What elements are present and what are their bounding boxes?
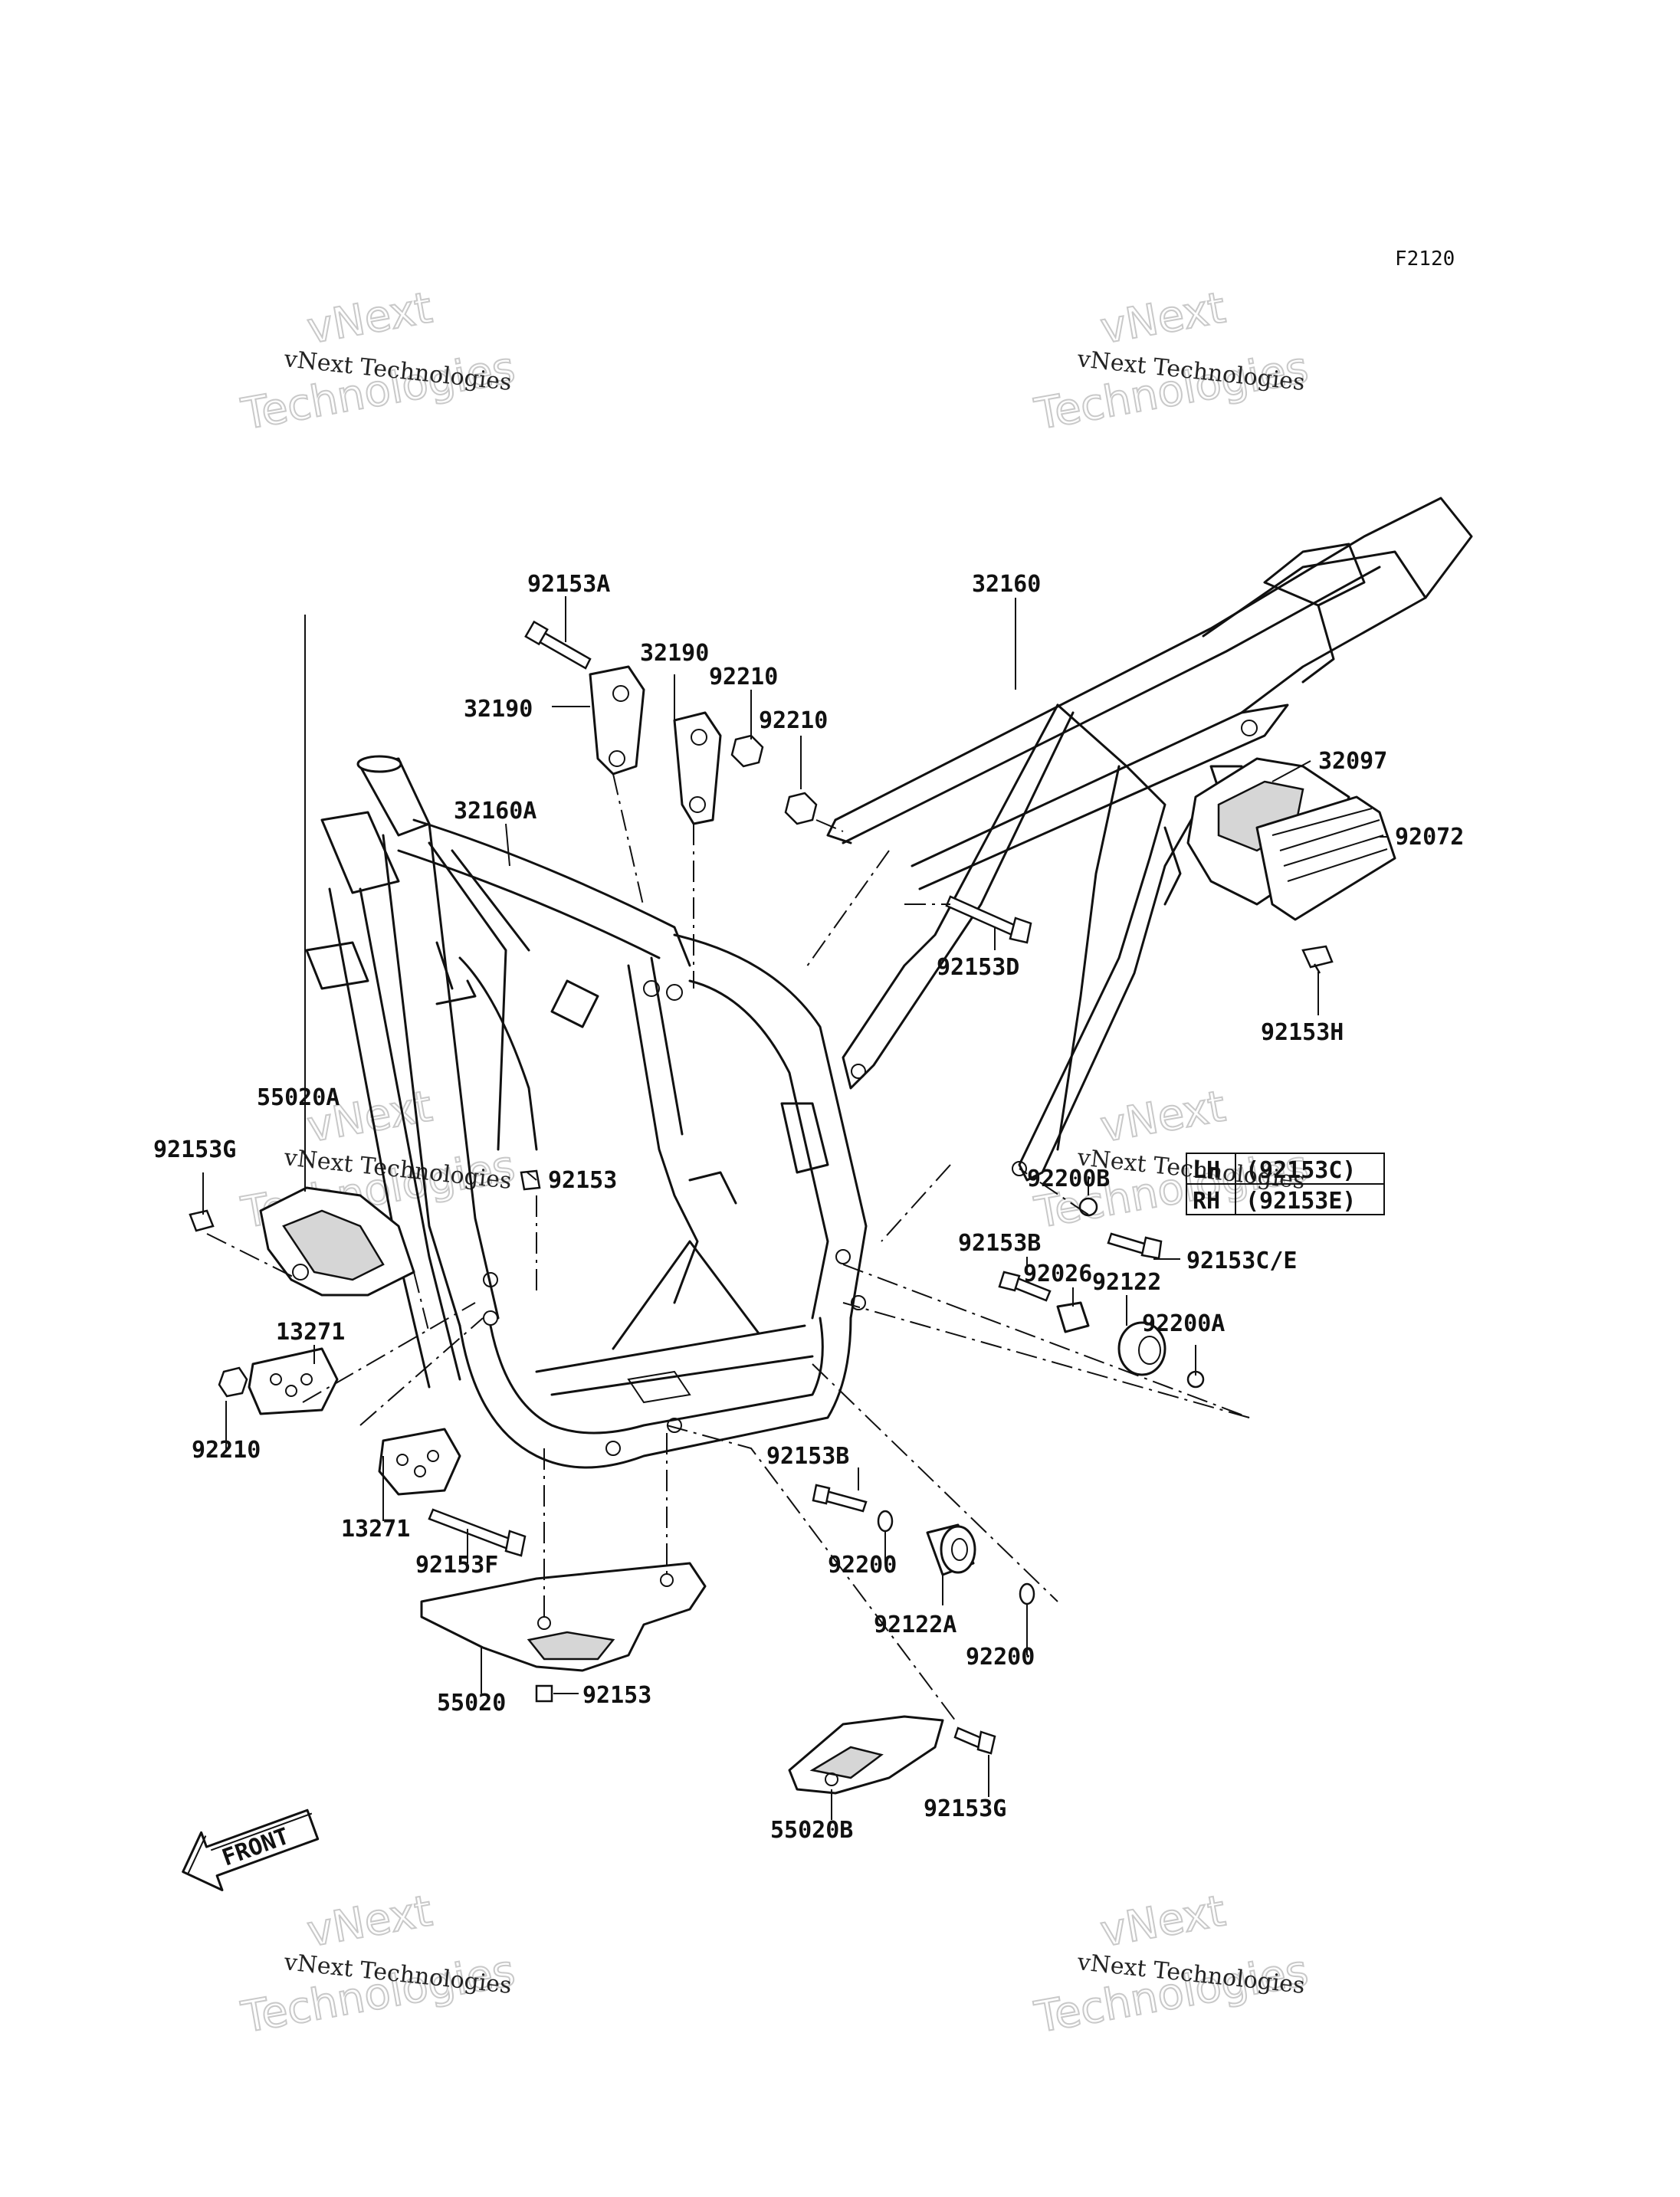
label-92153G-right: 92153G: [924, 1795, 1006, 1822]
plate-13271-lower: [378, 1428, 461, 1496]
label-92200B: 92200B: [1027, 1166, 1110, 1192]
bushing-92122A: [926, 1523, 976, 1576]
label-32160A: 32160A: [454, 798, 536, 825]
label-92153CE: 92153C/E: [1186, 1248, 1298, 1274]
label-92200-left: 92200: [828, 1552, 897, 1579]
side-table: LH (92153C) RH (92153E): [1186, 1153, 1385, 1215]
bolt-92153-mid: [520, 1169, 541, 1191]
watermark-bottom-right: vNext Technologies vNext Technologies: [1030, 1885, 1313, 2044]
rear-subframe-32160: [826, 497, 1473, 1182]
label-55020: 55020: [437, 1690, 506, 1717]
watermark-big-line1: vNext: [1097, 283, 1229, 353]
part-labels: 92153A 32190 32190 92210 92210 32160 321…: [153, 571, 1464, 1844]
nut-92210-a: [730, 734, 764, 768]
skid-plate-55020: [420, 1562, 707, 1672]
label-32190-left: 32190: [464, 696, 533, 723]
front-arrow-icon: FRONT: [182, 1808, 320, 1891]
label-92210-b: 92210: [759, 707, 828, 734]
label-92210-c: 92210: [192, 1437, 261, 1464]
nut-92210-c: [218, 1366, 248, 1398]
label-92122: 92122: [1092, 1269, 1161, 1296]
nut-92210-b: [784, 792, 818, 825]
bolt-92153H: [1301, 945, 1334, 974]
label-92200A: 92200A: [1142, 1310, 1225, 1337]
washer-92200-right: [1019, 1582, 1035, 1605]
label-92153-mid: 92153: [548, 1167, 617, 1194]
watermark-top-right: vNext Technologies vNext Technologies: [1030, 282, 1313, 441]
collar-92026: [1056, 1301, 1090, 1333]
side-table-row1-side: LH: [1193, 1157, 1220, 1184]
bracket-32190-left: [589, 665, 645, 776]
label-92153G-left: 92153G: [153, 1136, 236, 1163]
label-92072: 92072: [1395, 824, 1464, 851]
bolt-92153B-lower: [812, 1484, 868, 1513]
label-92210-a: 92210: [709, 664, 778, 690]
watermark-big-line1: vNext: [304, 283, 435, 353]
bolt-92153D: [945, 895, 1032, 944]
side-table-row2-side: RH: [1193, 1188, 1220, 1215]
bolt-92153-bottom: [535, 1684, 553, 1703]
assembly-lines: [206, 773, 1250, 1725]
bolt-92153F: [428, 1508, 527, 1557]
label-92122A: 92122A: [874, 1612, 956, 1638]
label-55020A: 55020A: [257, 1084, 340, 1111]
side-table-row1-part: (92153C): [1245, 1157, 1357, 1184]
label-55020B: 55020B: [770, 1817, 853, 1844]
leader-lines: [202, 596, 1387, 1820]
side-table-row2-part: (92153E): [1245, 1188, 1357, 1215]
label-32190-top: 32190: [640, 640, 709, 667]
label-92153B-upper: 92153B: [958, 1230, 1041, 1257]
watermark-top-left: vNext Technologies vNext Technologies: [237, 282, 520, 441]
bushing-92122: [1117, 1321, 1166, 1376]
diagram-code: F2120: [1395, 248, 1455, 271]
label-92026: 92026: [1023, 1261, 1092, 1287]
watermark-bottom-left: vNext Technologies vNext Technologies: [237, 1885, 520, 2044]
bolt-92153G-left: [189, 1209, 215, 1232]
washer-92200-left: [877, 1510, 894, 1533]
bolt-92153CE: [1107, 1232, 1163, 1260]
label-92200-right: 92200: [966, 1644, 1035, 1671]
label-32160: 32160: [972, 571, 1041, 598]
label-92153F: 92153F: [415, 1552, 498, 1579]
bracket-32190-right: [673, 711, 722, 825]
guard-55020B: [788, 1715, 944, 1795]
label-32097: 32097: [1318, 748, 1387, 775]
label-92153B-lower: 92153B: [766, 1443, 849, 1470]
ecu-bracket-32097: [1186, 757, 1396, 921]
bolt-92153G-right: [953, 1726, 996, 1755]
label-13271-lower: 13271: [341, 1516, 410, 1543]
bolt-92153A: [524, 620, 592, 670]
plate-13271-upper: [248, 1347, 339, 1415]
label-92153H: 92153H: [1261, 1019, 1344, 1046]
label-92153-bottom: 92153: [582, 1682, 651, 1709]
label-92153D: 92153D: [937, 954, 1019, 981]
label-13271-upper: 13271: [276, 1319, 345, 1346]
guard-55020A: [259, 1186, 415, 1297]
watermark-big-line1: vNext: [304, 1886, 435, 1956]
watermark-big-line1: vNext: [1097, 1081, 1229, 1152]
washer-92200B: [1078, 1197, 1098, 1217]
watermark-big-line1: vNext: [1097, 1886, 1229, 1956]
label-92153A: 92153A: [527, 571, 610, 598]
bolt-92153B-upper: [998, 1271, 1052, 1302]
